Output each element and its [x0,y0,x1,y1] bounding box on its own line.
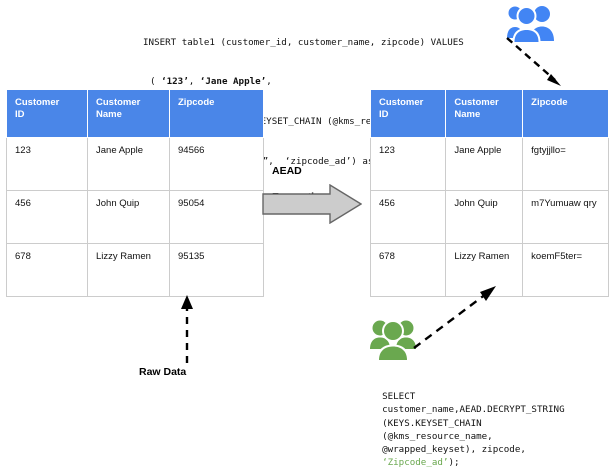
raw-data-arrow [175,295,199,365]
insert-sql-line-1: INSERT table1 (customer_id, customer_nam… [143,36,464,48]
cell-zipcode: 95135 [169,243,264,297]
select-sql-line-6: ‘Zipcode_ad’); [382,457,459,468]
insert-sql-line-2: ( ‘123’, ‘Jane Apple’, [150,75,464,88]
select-sql-line-3: (KEYS.KEYSET_CHAIN [382,417,482,429]
header-line-1: Zipcode [178,97,215,108]
cell-customer-name: John Quip [445,190,524,244]
people-group-icon [370,316,418,360]
select-sql-line-1: SELECT [382,391,416,403]
insert-sql-line-2-sep: , [188,76,200,88]
select-flow-arrow [412,278,508,350]
cell-zipcode-encrypted: koemF5ter= [522,243,609,297]
column-header-customer-id: Customer ID [6,89,88,138]
header-line-1: Customer [15,97,60,108]
cell-zipcode-encrypted: fgtyjjllo= [522,137,609,191]
cell-customer-id: 456 [369,190,447,244]
cell-customer-id: 123 [369,137,447,191]
cell-customer-id: 678 [369,243,447,297]
cell-customer-name: John Quip [87,190,170,244]
header-line-2: ID [15,108,25,120]
column-header-customer-name: Customer Name [445,89,524,138]
literal-zipcode-ad: ‘Zipcode_ad’ [382,457,449,469]
aead-label-line-1: AEAD [272,165,302,177]
insert-flow-arrow [505,36,571,92]
table-header-row: Customer ID Customer Name Zipcode [369,89,609,138]
cell-zipcode: 94566 [169,137,264,191]
column-header-zipcode: Zipcode [522,89,609,138]
table-row: 123 Jane Apple 94566 [6,137,264,191]
cell-customer-id: 456 [6,190,88,244]
table-row: 456 John Quip m7Yumuaw qry [369,190,609,244]
cell-customer-id: 123 [6,137,88,191]
cell-customer-id: 678 [6,243,88,297]
cell-zipcode: 95054 [169,190,264,244]
cell-zipcode-encrypted: m7Yumuaw qry [522,190,609,244]
table-row: 678 Lizzy Ramen koemF5ter= [369,243,609,297]
column-header-zipcode: Zipcode [169,89,264,138]
header-line-1: Zipcode [531,97,568,108]
cell-customer-name: Jane Apple [445,137,524,191]
header-line-1: Customer [96,97,141,108]
header-line-2: Name [454,108,481,120]
table-header-row: Customer ID Customer Name Zipcode [6,89,264,138]
select-sql-line-5: @wrapped_keyset), zipcode, [382,444,526,456]
raw-data-table: Customer ID Customer Name Zipcode 123 Ja… [6,89,264,297]
select-sql-line-2: customer_name,AEAD.DECRYPT_STRING [382,404,565,416]
raw-data-label: Raw Data [139,366,187,378]
select-sql-line-4: (@kms_resource_name, [382,430,493,442]
cell-customer-name: Lizzy Ramen [87,243,170,297]
table-row: 123 Jane Apple fgtyjjllo= [369,137,609,191]
select-sql-line-6-tail: ); [448,457,460,469]
header-line-2: Name [96,108,122,120]
table-row: 456 John Quip 95054 [6,190,264,244]
literal-customer-name: ‘Jane Apple’ [199,76,267,88]
literal-customer-id: ‘123’ [161,76,189,88]
encrypted-data-table: Customer ID Customer Name Zipcode 123 Ja… [369,89,609,297]
header-line-2: ID [379,108,389,120]
cell-customer-name: Jane Apple [87,137,170,191]
select-sql-statement: SELECT customer_name,AEAD.DECRYPT_STRING… [371,377,565,469]
column-header-customer-id: Customer ID [369,89,447,138]
header-line-1: Customer [379,97,424,108]
table-row: 678 Lizzy Ramen 95135 [6,243,264,297]
aead-encryption-arrow [262,183,363,225]
insert-sql-line-2-suffix: , [266,76,272,88]
header-line-1: Customer [454,97,499,108]
people-group-icon [507,2,555,42]
insert-sql-line-2-prefix: ( [150,76,162,88]
cell-customer-name: Lizzy Ramen [445,243,524,297]
column-header-customer-name: Customer Name [87,89,170,138]
